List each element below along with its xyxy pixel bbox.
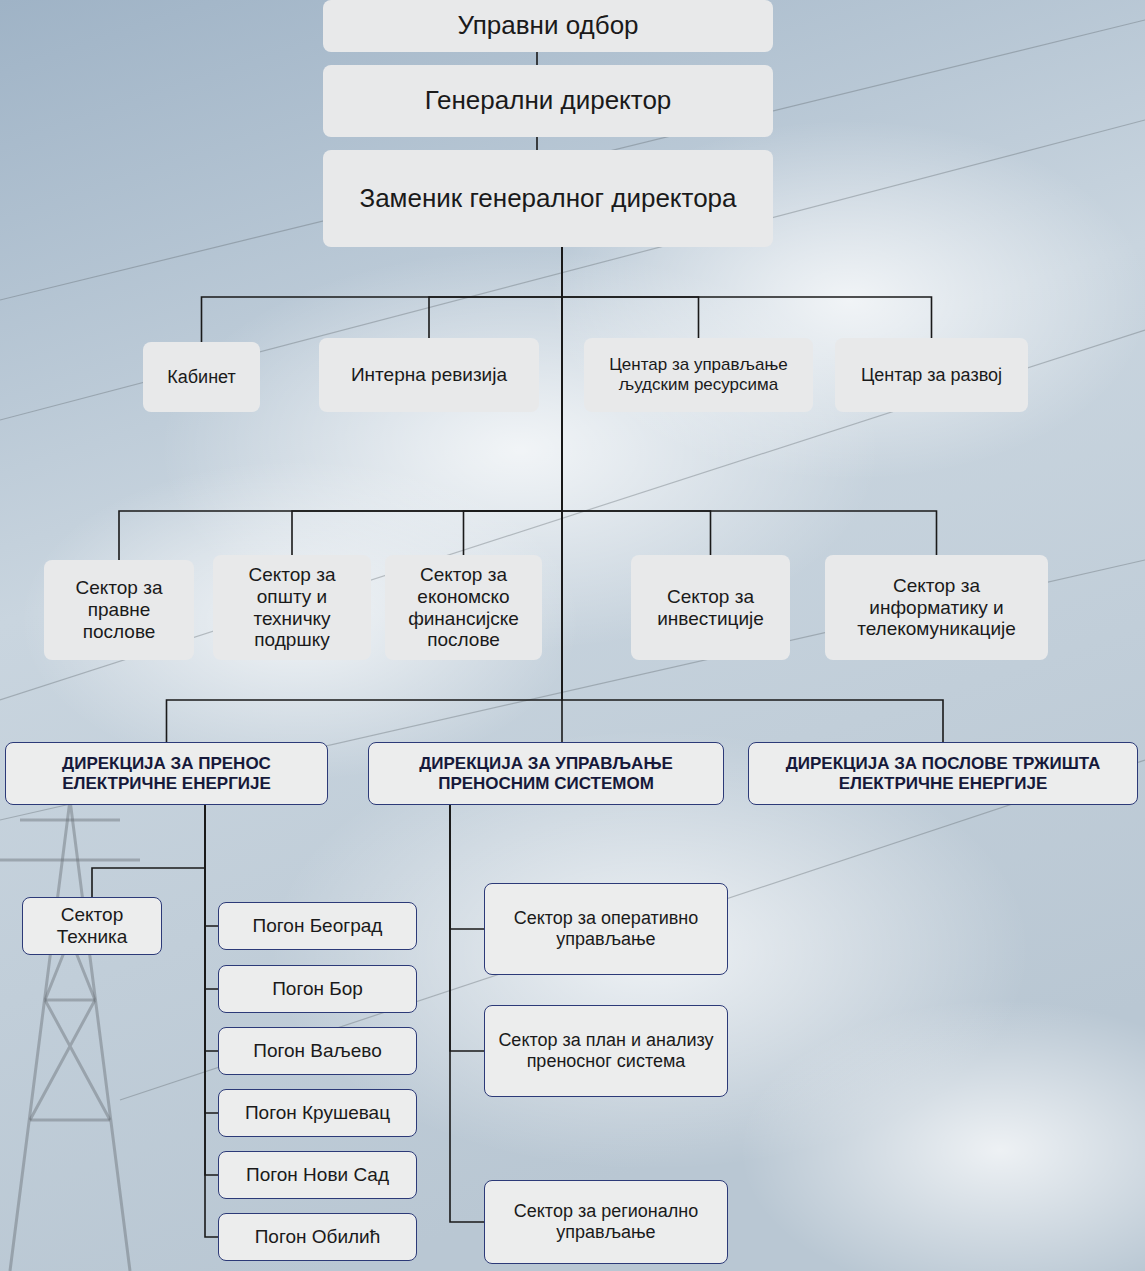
unit-box: Сектор за општу и техничку подршку bbox=[213, 555, 371, 660]
box-label: Сектор Техника bbox=[31, 904, 153, 948]
unit-box: Центар за развој bbox=[835, 338, 1028, 412]
box-label: Сектор за информатику и телекомуникације bbox=[833, 575, 1040, 641]
unit-box: Кабинет bbox=[143, 342, 260, 412]
org-connector bbox=[562, 247, 699, 338]
box-label: Погон Нови Сад bbox=[246, 1164, 389, 1186]
box-label: Погон Обилић bbox=[255, 1226, 381, 1248]
subunit-box: Погон Ваљево bbox=[218, 1027, 417, 1075]
unit-box: Сектор за инвестиције bbox=[631, 555, 790, 660]
box-label: Погон Крушевац bbox=[245, 1102, 390, 1124]
box-label: ДИРЕКЦИЈА ЗА ПРЕНОС ЕЛЕКТРИЧНЕ ЕНЕРГИЈЕ bbox=[12, 754, 321, 793]
box-label: Погон Ваљево bbox=[253, 1040, 382, 1062]
box-label: Заменик генералног директора bbox=[359, 184, 736, 214]
box-label: Центар за управљање људским ресурсима bbox=[592, 355, 805, 394]
box-label: Сектор за инвестиције bbox=[639, 586, 782, 630]
subunit-box: Погон Бор bbox=[218, 965, 417, 1013]
unit-box: Центар за управљање људским ресурсима bbox=[584, 338, 813, 412]
unit-box: Сектор за економско финансијске послове bbox=[385, 555, 542, 660]
management-box: Генерални директор bbox=[323, 65, 773, 137]
org-connector bbox=[292, 247, 562, 555]
org-connector bbox=[167, 247, 563, 742]
box-label: Погон Београд bbox=[253, 915, 383, 937]
box-label: Сектор за економско финансијске послове bbox=[393, 564, 534, 651]
subunit-box: Сектор за план и анализу преносног систе… bbox=[484, 1005, 728, 1097]
box-label: Сектор за општу и техничку подршку bbox=[221, 564, 363, 651]
box-label: Погон Бор bbox=[272, 978, 363, 1000]
management-box: Управни одбор bbox=[323, 0, 773, 52]
subunit-box: Погон Београд bbox=[218, 902, 417, 950]
power-lines bbox=[0, 20, 1145, 1100]
box-label: Центар за развој bbox=[861, 365, 1002, 386]
org-connector bbox=[562, 247, 943, 742]
management-box: Заменик генералног директора bbox=[323, 150, 773, 247]
org-connector bbox=[450, 805, 484, 1222]
org-connector bbox=[119, 247, 562, 560]
box-label: Кабинет bbox=[167, 367, 235, 388]
box-label: Интерна ревизија bbox=[351, 364, 507, 386]
unit-box: Сектор за правне послове bbox=[44, 560, 194, 660]
box-label: Сектор за правне послове bbox=[52, 577, 186, 643]
unit-box: Интерна ревизија bbox=[319, 338, 539, 412]
box-label: Сектор за регионално управљање bbox=[493, 1201, 719, 1242]
org-connector bbox=[429, 247, 562, 338]
pylon-symbol bbox=[0, 800, 140, 1271]
clouds bbox=[20, 120, 1145, 1271]
org-connector bbox=[450, 805, 484, 1051]
org-connector bbox=[205, 805, 218, 1175]
org-connector bbox=[202, 247, 563, 342]
subunit-box: Сектор за регионално управљање bbox=[484, 1180, 728, 1264]
subunit-box: Погон Обилић bbox=[218, 1213, 417, 1261]
org-connector bbox=[205, 805, 218, 1113]
unit-box: Сектор за информатику и телекомуникације bbox=[825, 555, 1048, 660]
subunit-box: Сектор за оперативно управљање bbox=[484, 883, 728, 975]
org-connector bbox=[205, 805, 218, 1237]
box-label: Генерални директор bbox=[425, 86, 672, 116]
directorate-box: ДИРЕКЦИЈА ЗА ПРЕНОС ЕЛЕКТРИЧНЕ ЕНЕРГИЈЕ bbox=[5, 742, 328, 805]
box-label: ДИРЕКЦИЈА ЗА ПОСЛОВЕ ТРЖИШТА ЕЛЕКТРИЧНЕ … bbox=[755, 754, 1131, 793]
box-label: Управни одбор bbox=[457, 11, 638, 41]
box-label: Сектор за план и анализу преносног систе… bbox=[493, 1030, 719, 1071]
subunit-box: Погон Нови Сад bbox=[218, 1151, 417, 1199]
subunit-box: Погон Крушевац bbox=[218, 1089, 417, 1137]
subunit-box: Сектор Техника bbox=[22, 897, 162, 955]
org-connector bbox=[562, 247, 932, 338]
directorate-box: ДИРЕКЦИЈА ЗА УПРАВЉАЊЕ ПРЕНОСНИМ СИСТЕМО… bbox=[368, 742, 724, 805]
box-label: Сектор за оперативно управљање bbox=[493, 908, 719, 949]
directorate-box: ДИРЕКЦИЈА ЗА ПОСЛОВЕ ТРЖИШТА ЕЛЕКТРИЧНЕ … bbox=[748, 742, 1138, 805]
org-connector bbox=[450, 805, 484, 929]
org-connector bbox=[205, 805, 218, 1051]
box-label: ДИРЕКЦИЈА ЗА УПРАВЉАЊЕ ПРЕНОСНИМ СИСТЕМО… bbox=[375, 754, 717, 793]
org-connector bbox=[92, 805, 205, 897]
org-connector bbox=[536, 137, 538, 150]
org-connector bbox=[536, 52, 538, 65]
org-connector bbox=[205, 805, 218, 926]
org-connector bbox=[205, 805, 218, 989]
